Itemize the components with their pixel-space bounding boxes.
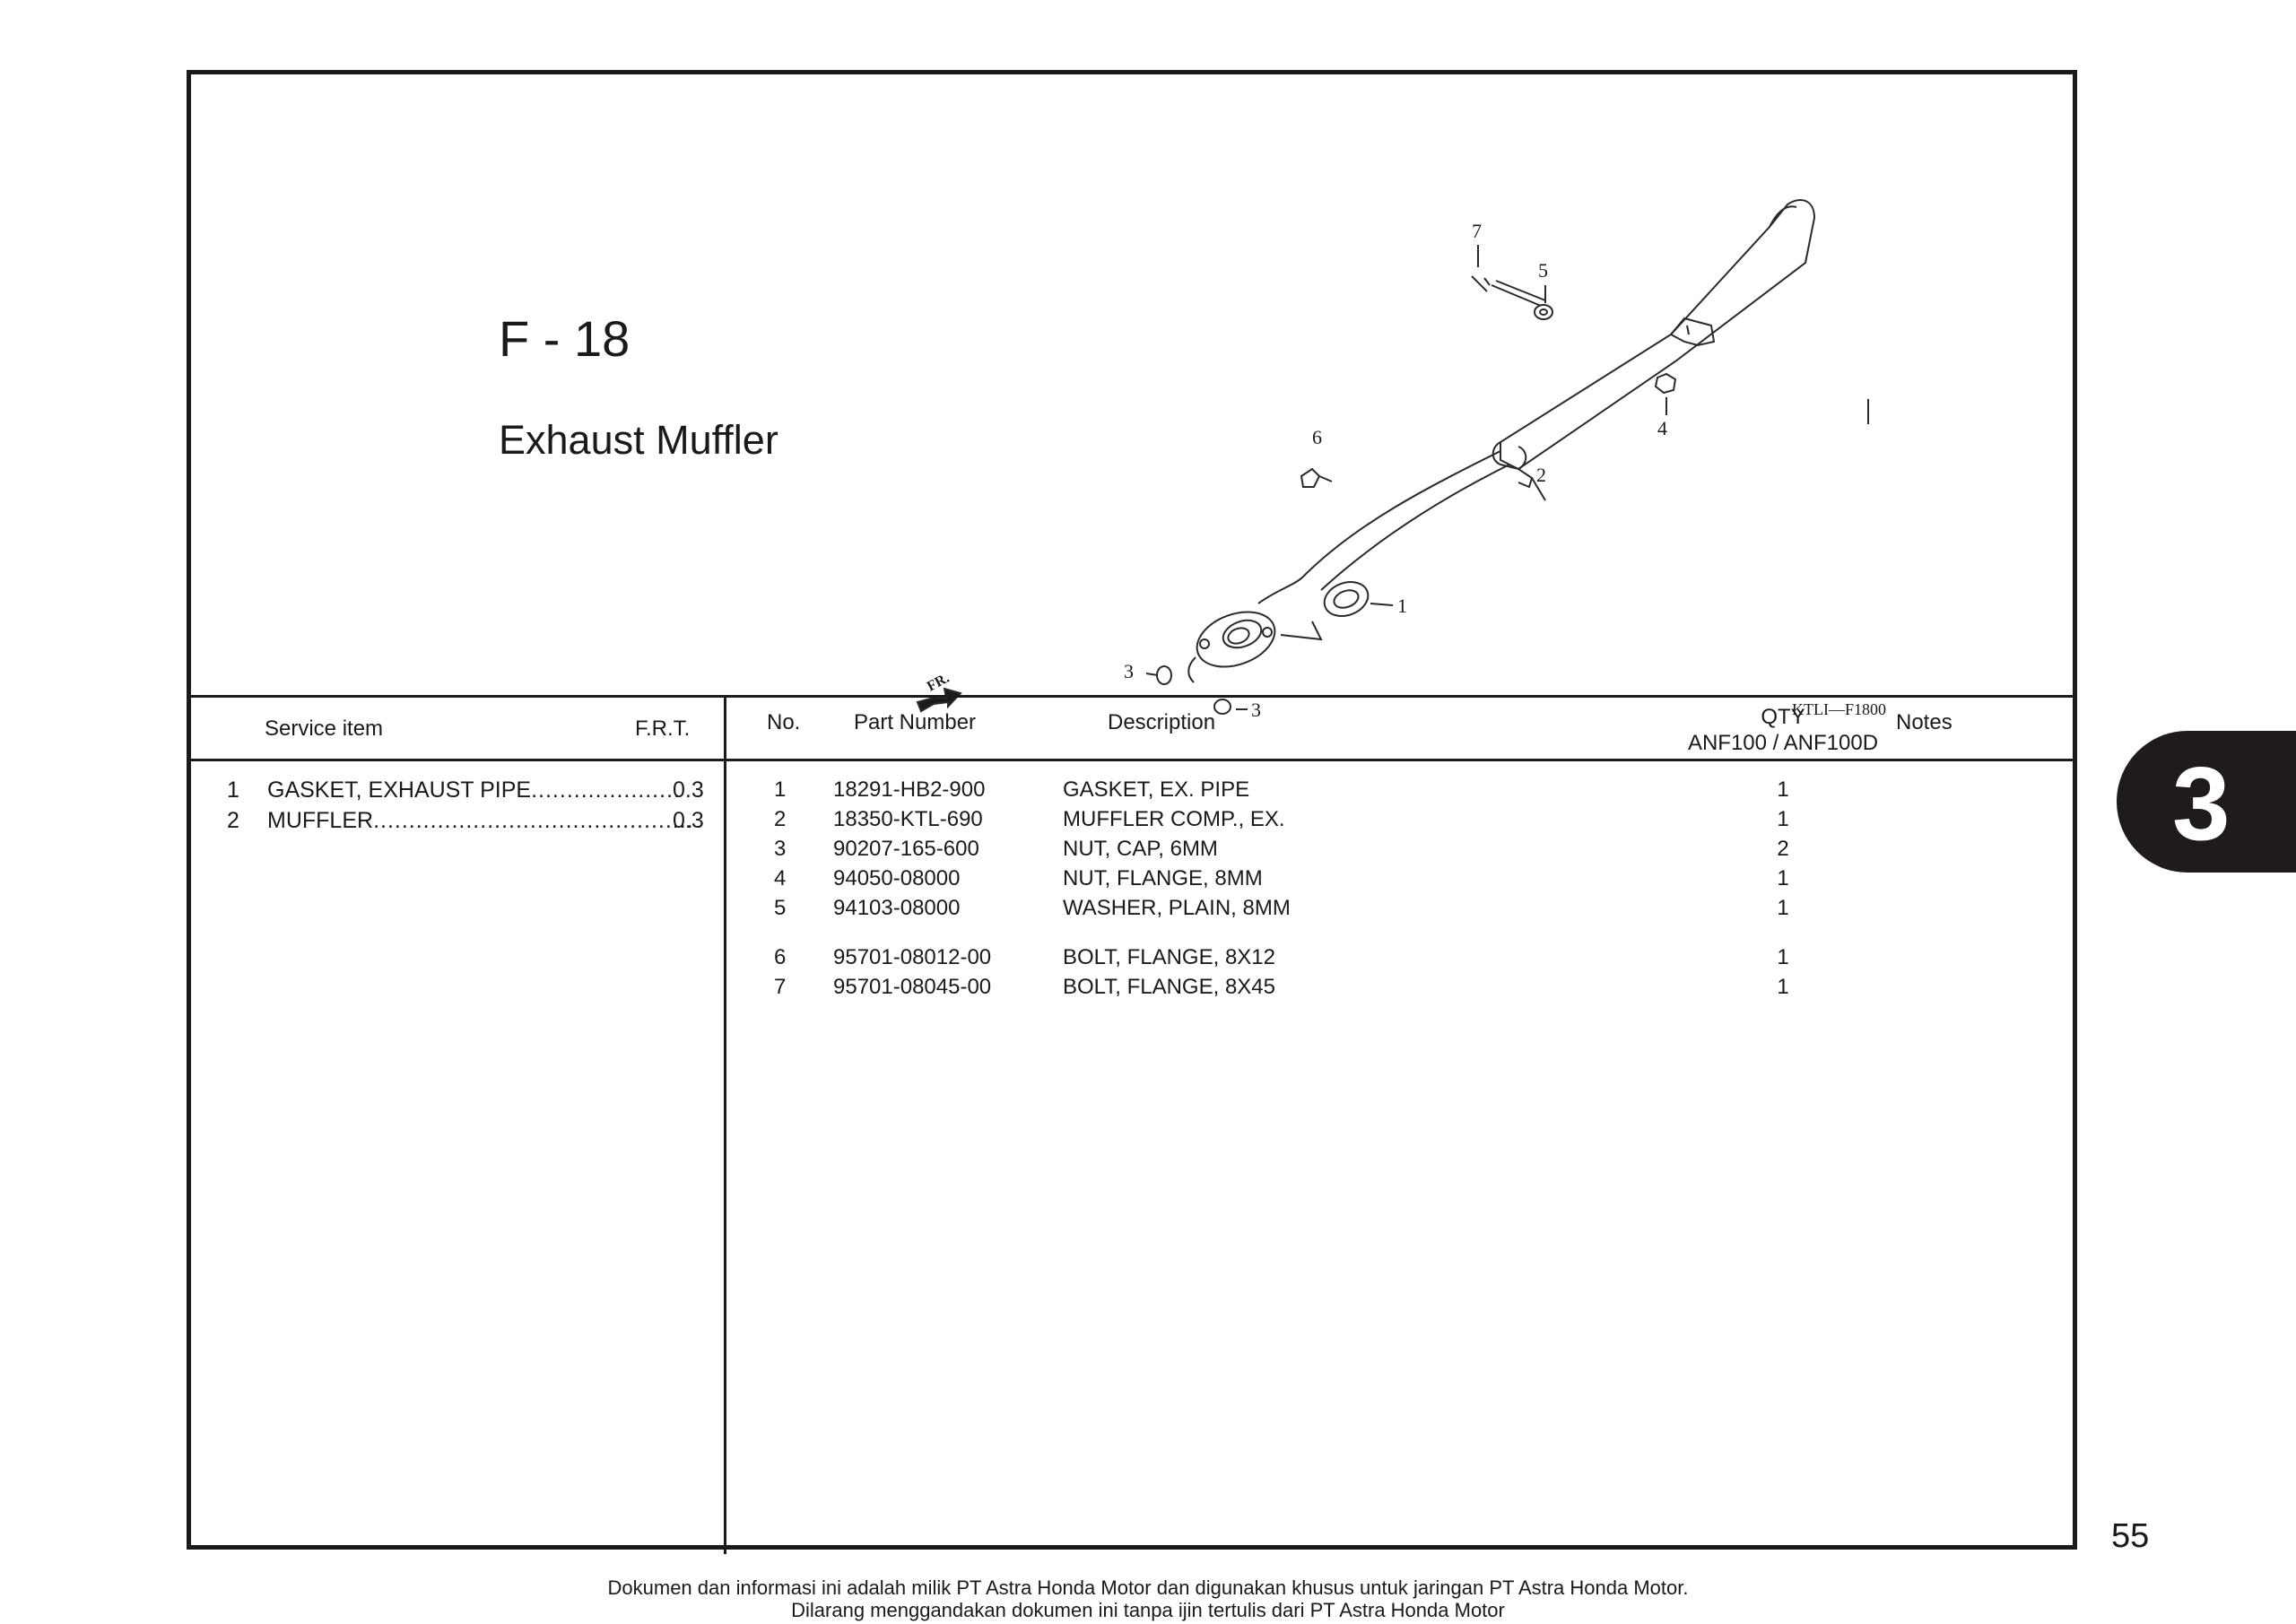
chapter-tab: 3 bbox=[2117, 731, 2296, 873]
part-number: 95701-08045-00 bbox=[833, 975, 992, 999]
callout-1: 1 bbox=[1397, 595, 1407, 617]
footer-notice-line1: Dokumen dan informasi ini adalah milik P… bbox=[607, 1576, 1689, 1599]
footer-notice-line2: Dilarang menggandakan dokumen ini tanpa … bbox=[791, 1599, 1505, 1621]
no-header: No. bbox=[767, 710, 801, 734]
washer bbox=[1534, 304, 1553, 320]
service-item: GASKET, EXHAUST PIPE....................… bbox=[267, 777, 681, 803]
exhaust-pipe bbox=[1302, 450, 1501, 578]
part-number: 18291-HB2-900 bbox=[833, 777, 986, 802]
callout-4: 4 bbox=[1657, 417, 1667, 439]
parts-row: 4 94050-08000 NUT, FLANGE, 8MM 1 bbox=[191, 864, 2073, 894]
part-qty: 1 bbox=[1777, 896, 1789, 920]
cap-nut-a bbox=[1156, 665, 1172, 685]
callout-2: 2 bbox=[1536, 464, 1546, 486]
part-no: 2 bbox=[774, 807, 787, 831]
divider-vertical bbox=[724, 695, 726, 1554]
part-qty: 1 bbox=[1777, 945, 1789, 969]
part-no: 1 bbox=[774, 777, 787, 802]
divider-top bbox=[191, 695, 2073, 698]
divider-header bbox=[191, 759, 2073, 761]
callout-6: 6 bbox=[1312, 426, 1322, 448]
part-description: WASHER, PLAIN, 8MM bbox=[1063, 896, 1291, 920]
part-description: MUFFLER COMP., EX. bbox=[1063, 807, 1285, 831]
part-description: GASKET, EX. PIPE bbox=[1063, 777, 1250, 802]
diagram-ref-code: KTLI—F1800 bbox=[1792, 700, 1886, 718]
callout-5: 5 bbox=[1538, 259, 1548, 282]
section-code: F - 18 bbox=[499, 310, 631, 367]
part-number: 90207-165-600 bbox=[833, 837, 979, 861]
chapter-number: 3 bbox=[2172, 745, 2231, 862]
part-qty: 1 bbox=[1777, 866, 1789, 890]
qty-header: QTY bbox=[1761, 705, 1805, 729]
part-number: 94103-08000 bbox=[833, 896, 961, 920]
service-item-header: Service item bbox=[265, 716, 384, 741]
part-number: 18350-KTL-690 bbox=[833, 807, 983, 831]
part-no: 4 bbox=[774, 866, 787, 890]
service-row: 1 GASKET, EXHAUST PIPE..................… bbox=[191, 777, 720, 808]
cap-nut-b bbox=[1213, 699, 1231, 715]
part-number: 95701-08012-00 bbox=[833, 945, 992, 969]
part-qty: 2 bbox=[1777, 837, 1789, 861]
callout-7: 7 bbox=[1472, 220, 1482, 242]
notes-header: Notes bbox=[1896, 710, 1952, 734]
service-frt: 0.3 bbox=[673, 808, 704, 833]
part-description: NUT, FLANGE, 8MM bbox=[1063, 866, 1263, 890]
bolt-8x12 bbox=[1300, 467, 1333, 488]
callout-3b: 3 bbox=[1251, 699, 1261, 721]
part-description: BOLT, FLANGE, 8X12 bbox=[1063, 945, 1275, 969]
parts-row: 6 95701-08012-00 BOLT, FLANGE, 8X12 1 bbox=[191, 942, 2073, 973]
parts-row: 5 94103-08000 WASHER, PLAIN, 8MM 1 bbox=[191, 893, 2073, 924]
part-number-header: Part Number bbox=[854, 710, 977, 734]
parts-row: 1 18291-HB2-900 GASKET, EX. PIPE 1 bbox=[191, 775, 2073, 805]
page-frame: F - 18 Exhaust Muffler bbox=[187, 70, 2077, 1554]
part-no: 6 bbox=[774, 945, 787, 969]
muffler-bracket bbox=[1669, 317, 1716, 347]
gasket bbox=[1323, 581, 1370, 617]
service-row: 2 MUFFLER...............................… bbox=[191, 808, 720, 838]
pipe-clamp bbox=[1492, 441, 1527, 471]
parts-row: 7 95701-08045-00 BOLT, FLANGE, 8X45 1 bbox=[191, 972, 2073, 1003]
part-no: 7 bbox=[774, 975, 787, 999]
qty-variant-header: ANF100 / ANF100D bbox=[1687, 731, 1879, 755]
part-number: 94050-08000 bbox=[833, 866, 961, 890]
callout-3a: 3 bbox=[1124, 660, 1134, 682]
exhaust-flange bbox=[1196, 611, 1276, 668]
description-header: Description bbox=[1108, 710, 1216, 734]
frt-header: F.R.T. bbox=[635, 716, 691, 741]
part-qty: 1 bbox=[1777, 975, 1789, 999]
service-frt: 0.3 bbox=[673, 777, 704, 803]
part-description: NUT, CAP, 6MM bbox=[1063, 837, 1218, 861]
exhaust-muffler-diagram: 7 5 4 6 2 1 3 3 FR. KTLI—F1800 bbox=[916, 199, 1886, 721]
part-no: 5 bbox=[774, 896, 787, 920]
service-no: 1 bbox=[227, 777, 239, 803]
part-no: 3 bbox=[774, 837, 787, 861]
part-description: BOLT, FLANGE, 8X45 bbox=[1063, 975, 1275, 999]
front-arrow bbox=[916, 687, 962, 713]
service-no: 2 bbox=[227, 808, 239, 833]
page-number: 55 bbox=[2111, 1517, 2150, 1555]
part-qty: 1 bbox=[1777, 807, 1789, 831]
parts-row: 3 90207-165-600 NUT, CAP, 6MM 2 bbox=[191, 834, 2073, 864]
parts-row: 2 18350-KTL-690 MUFFLER COMP., EX. 1 bbox=[191, 804, 2073, 835]
service-item: MUFFLER.................................… bbox=[267, 808, 694, 833]
flange-nut bbox=[1654, 372, 1677, 395]
bolt-8x45 bbox=[1471, 275, 1542, 307]
section-title: Exhaust Muffler bbox=[499, 417, 778, 463]
part-qty: 1 bbox=[1777, 777, 1789, 802]
